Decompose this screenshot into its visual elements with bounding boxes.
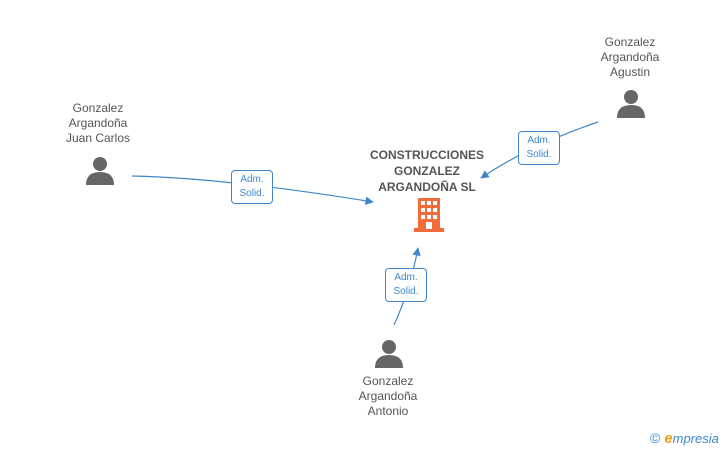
person-name-line: Argandoña xyxy=(600,50,660,64)
person-name-line: Agustin xyxy=(609,65,651,79)
company-name[interactable]: CONSTRUCCIONES GONZALEZ ARGANDOÑA SL xyxy=(356,147,498,195)
person-name-agustin[interactable]: Gonzalez Argandoña Agustin xyxy=(570,35,690,80)
brand-logo-text: mpresia xyxy=(672,431,719,446)
person-icon[interactable] xyxy=(616,88,646,118)
copyright-symbol: © xyxy=(650,430,661,446)
role-label-line: Adm. xyxy=(394,272,418,283)
company-name-line: ARGANDOÑA SL xyxy=(378,180,476,194)
role-label-agustin[interactable]: Adm. Solid. xyxy=(518,131,560,165)
person-name-line: Antonio xyxy=(367,404,409,418)
role-label-line: Solid. xyxy=(526,149,552,160)
role-label-line: Solid. xyxy=(239,188,265,199)
person-name-antonio[interactable]: Gonzalez Argandoña Antonio xyxy=(328,374,448,419)
role-label-antonio[interactable]: Adm. Solid. xyxy=(385,268,427,302)
person-icon[interactable] xyxy=(374,338,404,368)
role-label-line: Adm. xyxy=(240,174,264,185)
role-label-juan-carlos[interactable]: Adm. Solid. xyxy=(231,170,273,204)
company-name-line: CONSTRUCCIONES xyxy=(369,148,484,162)
building-icon[interactable] xyxy=(413,198,445,232)
brand-watermark: ©empresia xyxy=(650,430,719,447)
role-label-line: Adm. xyxy=(527,135,551,146)
role-label-line: Solid. xyxy=(393,286,419,297)
brand-logo-initial: e xyxy=(664,430,673,447)
person-name-line: Argandoña xyxy=(68,116,128,130)
company-name-line: GONZALEZ xyxy=(394,164,460,178)
person-name-line: Gonzalez xyxy=(72,101,124,115)
person-icon[interactable] xyxy=(85,155,115,185)
person-name-line: Argandoña xyxy=(358,389,418,403)
person-name-juan-carlos[interactable]: Gonzalez Argandoña Juan Carlos xyxy=(38,101,158,146)
person-name-line: Gonzalez xyxy=(362,374,414,388)
person-name-line: Gonzalez xyxy=(604,35,656,49)
person-name-line: Juan Carlos xyxy=(65,131,131,145)
